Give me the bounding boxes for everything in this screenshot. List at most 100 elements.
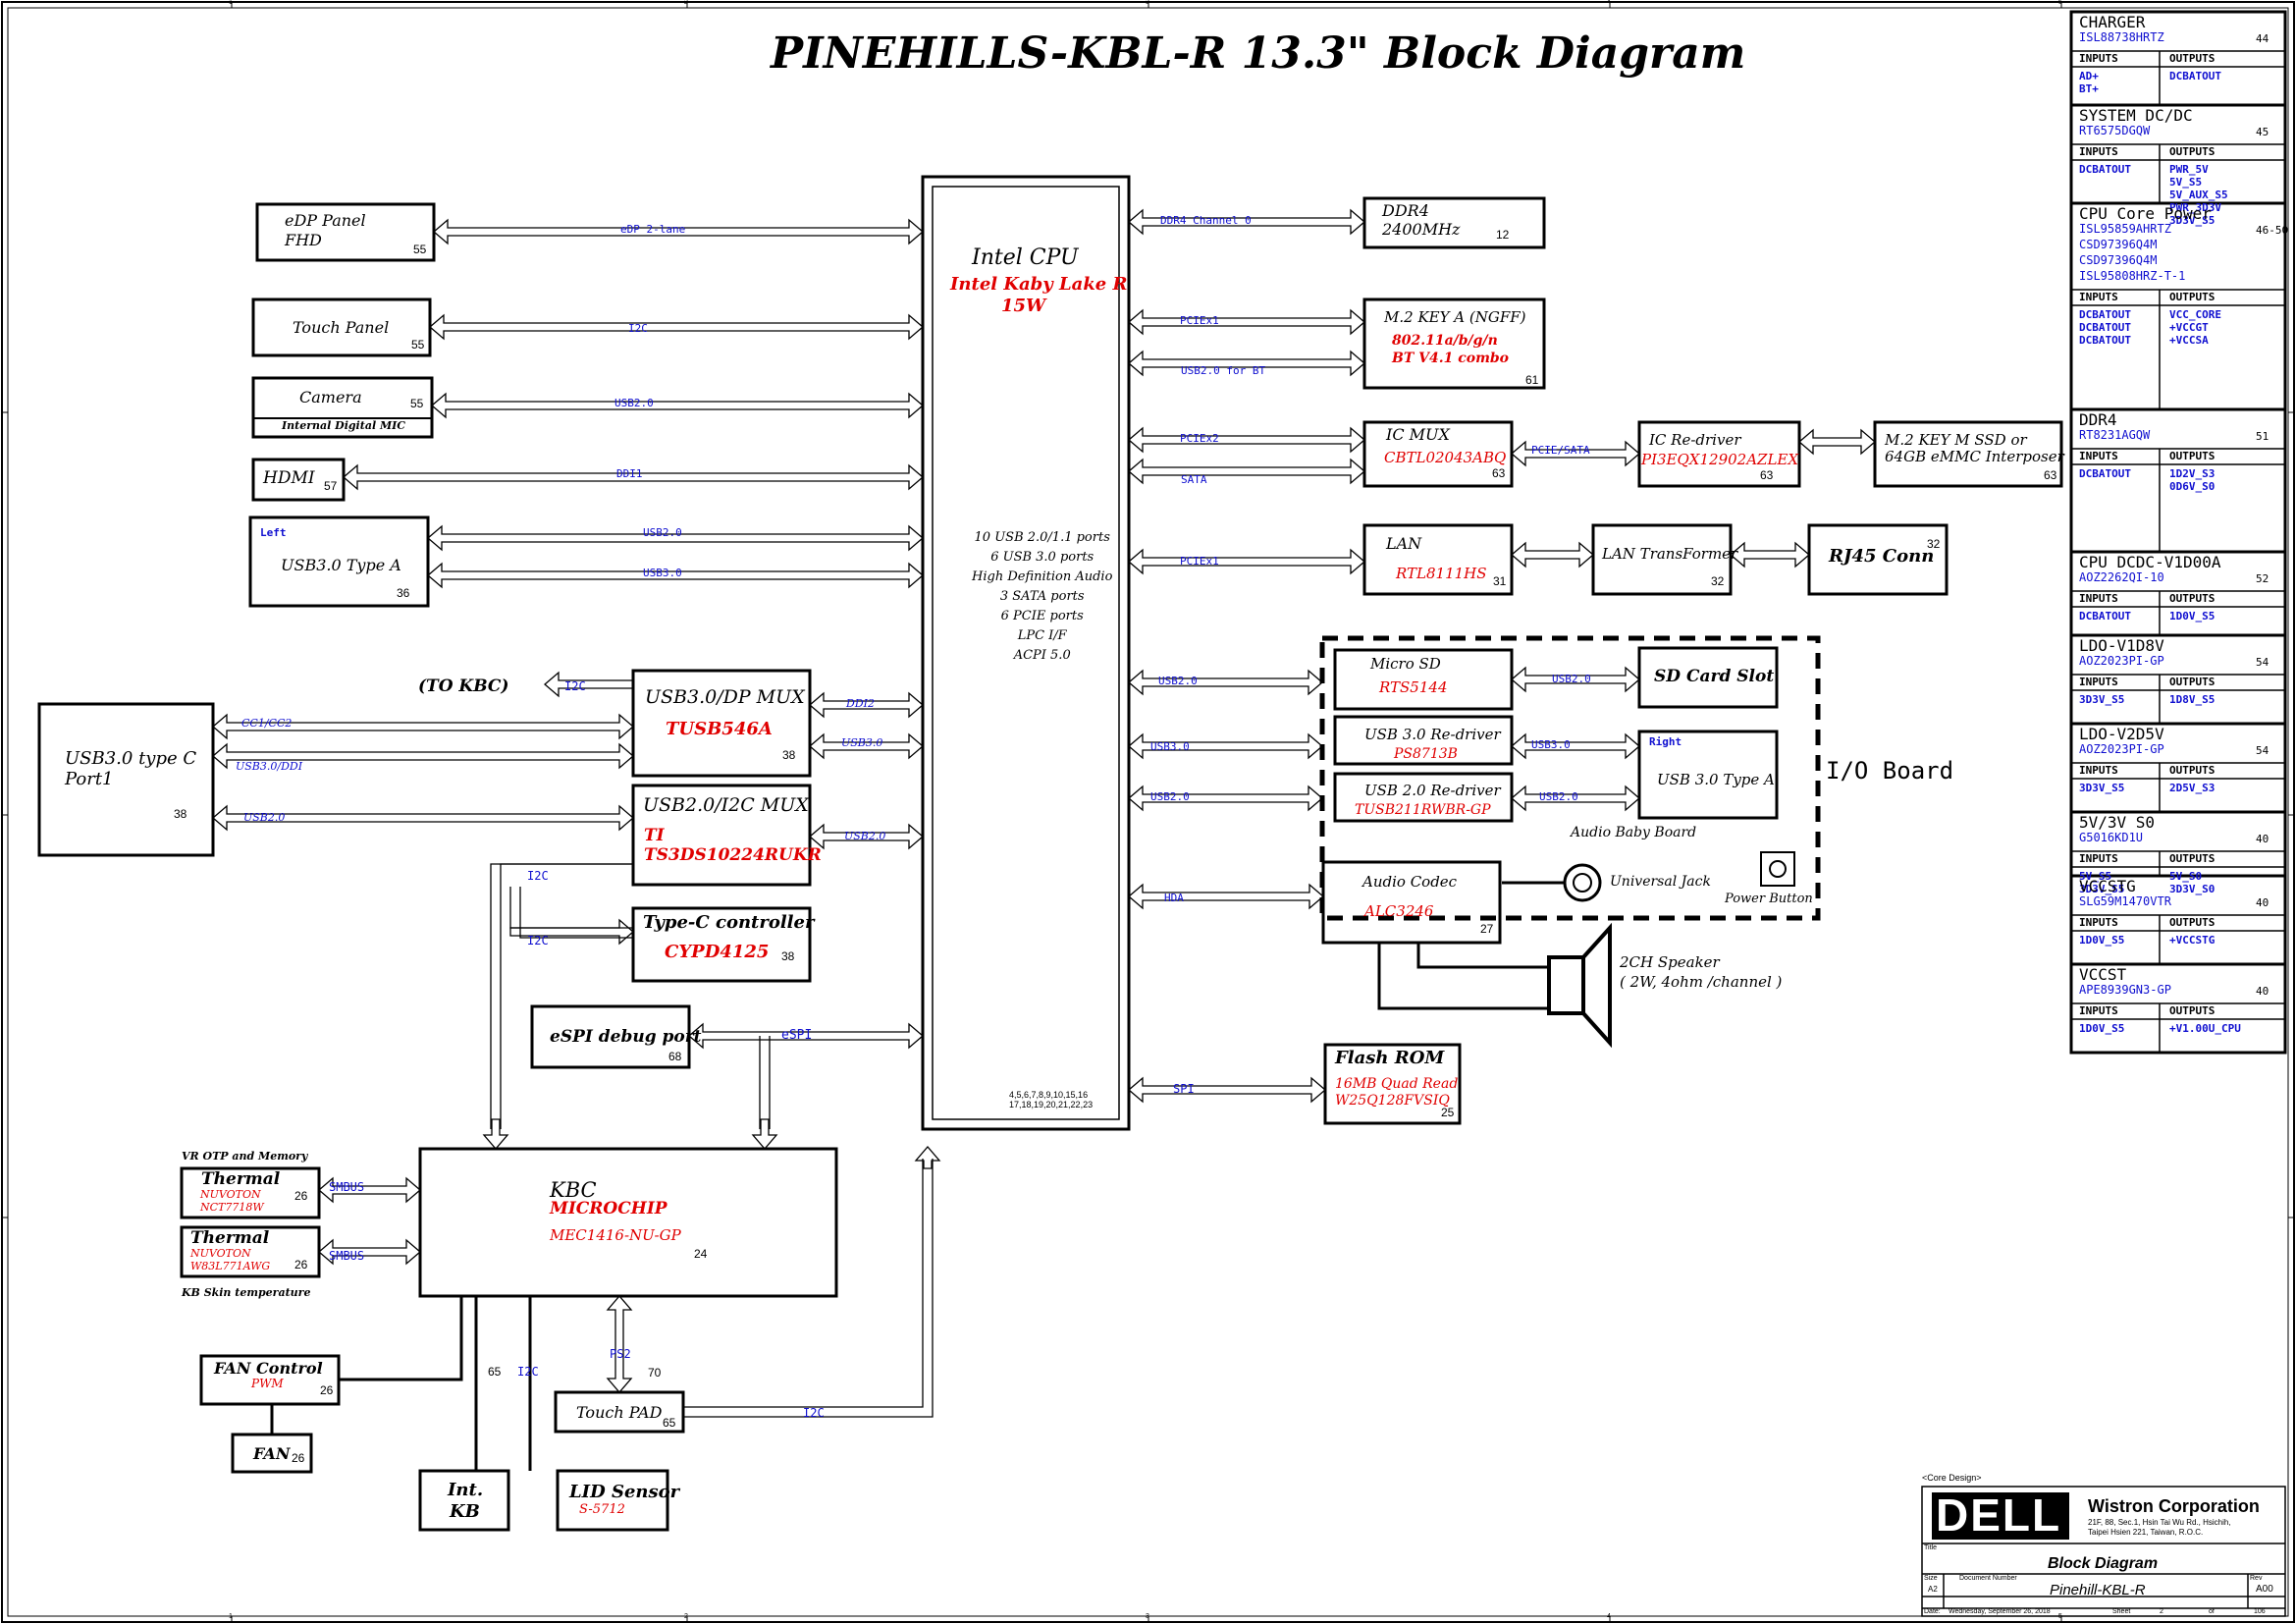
i2c-line-a2 (500, 863, 633, 1129)
docnum-value: Pinehill-KBL-R (2050, 1582, 2146, 1598)
edp-page: 55 (413, 243, 427, 256)
kb-page: 65 (488, 1365, 502, 1379)
audio-baby-label: Audio Baby Board (1571, 825, 1697, 840)
rail-page: 46-50 (2256, 224, 2289, 237)
flash-name: Flash ROM (1335, 1048, 1445, 1068)
i2c-line-b2 (519, 887, 633, 939)
rail-output: 1D0V_S5 (2169, 610, 2216, 623)
edp-name: eDP Panel (285, 211, 366, 230)
lan-part: RTL8111HS (1396, 565, 1487, 582)
bus-usb20c-arrow (212, 804, 634, 832)
bus-i2cmux: USB2.0 (844, 830, 886, 842)
tp-name: Touch PAD (576, 1403, 663, 1422)
rail-page: 40 (2256, 833, 2269, 845)
lan-name: LAN (1386, 534, 1422, 553)
audio-box (1321, 860, 1502, 945)
rail-page: 51 (2256, 430, 2269, 443)
hdmi-page: 57 (324, 479, 338, 493)
zone-number: 4 (1607, 0, 1611, 6)
size-value: A2 (1928, 1585, 1938, 1594)
tp-i2c-line (683, 1159, 924, 1408)
bus-camera-arrow (431, 392, 924, 419)
rail-page: 45 (2256, 126, 2269, 138)
camera-page: 55 (410, 397, 424, 410)
rail-part: RT6575DGQW (2079, 124, 2151, 137)
typec-name: USB3.0 type C (65, 748, 197, 769)
bus-hda: HDA (1164, 892, 1184, 904)
rail-part: ISL88738HRTZ (2079, 30, 2164, 44)
bus-usba1-arrow (427, 524, 924, 552)
flash-box (1323, 1043, 1462, 1125)
usbright-name: USB 3.0 Type A (1657, 771, 1775, 788)
to-kbc: (TO KBC) (418, 677, 509, 696)
rail-part: AOZ2262QI-10 (2079, 570, 2164, 584)
rail-output: 3D3V_S0 (2169, 883, 2216, 895)
bus-spi-arrow (1128, 1076, 1326, 1104)
rail-page: 44 (2256, 32, 2269, 45)
redriver-page: 63 (1760, 468, 1774, 482)
touch-name: Touch Panel (293, 318, 390, 337)
bus-ddr4: DDR4 Channel 0 (1160, 214, 1252, 227)
thermal1-note: VR OTP and Memory (182, 1150, 308, 1163)
bus-io-usb20a (1128, 669, 1323, 696)
re30-box (1333, 715, 1514, 766)
bus-m2a1-arrow (1128, 308, 1365, 336)
zone-number: 1 (229, 1613, 233, 1620)
icmux-part: CBTL02043ABQ (1384, 449, 1507, 466)
bus-cc-arrow (212, 713, 634, 740)
espi-page: 68 (668, 1050, 682, 1063)
rail-output: PWR_5V (2169, 163, 2209, 176)
cpu-pages: 4,5,6,7,8,9,10,15,16 17,18,19,20,21,22,2… (1009, 1090, 1094, 1110)
cpu-tdp: 15W (1001, 296, 1046, 316)
outputs-header: OUTPUTS (2169, 145, 2216, 158)
bus-i2cmux20-arrow (809, 823, 924, 850)
date-label: Date: (1924, 1608, 1941, 1615)
microsd-part: RTS5144 (1379, 678, 1448, 696)
bus-dpmux-i2c: I2C (564, 679, 586, 693)
rail-name: VCCST (2079, 965, 2127, 984)
cpu-name: Intel CPU (972, 245, 1079, 270)
bus-ps2: PS2 (610, 1347, 631, 1361)
rail-output: 1D8V_S5 (2169, 693, 2216, 706)
bus-tp-i2c: I2C (803, 1406, 825, 1420)
rail-input: 1D0V_S5 (2079, 1022, 2125, 1035)
rail-name: LDO-V2D5V (2079, 725, 2164, 743)
bus-smbus1: SMBUS (329, 1180, 365, 1194)
rail-output: 3D3V_S5 (2169, 214, 2216, 227)
bus-sd-arrow (1511, 666, 1640, 693)
rail-name: CPU DCDC-V1D00A (2079, 553, 2221, 571)
m2m-page: 63 (2044, 468, 2057, 482)
cpu-model: Intel Kaby Lake R (950, 274, 1128, 295)
lantf-page: 32 (1711, 574, 1725, 588)
rail-output: 5V_S5 (2169, 176, 2203, 189)
fanctrl-name: FAN Control (214, 1359, 323, 1378)
bus-spi: SPI (1173, 1082, 1195, 1096)
hdmi-box (251, 458, 346, 502)
rail-output: +VCCSTG (2169, 934, 2216, 947)
i2cmux-name: USB2.0/I2C MUX (643, 794, 809, 816)
typec-page: 38 (174, 807, 187, 821)
rail-part: CSD97396Q4M (2079, 253, 2158, 267)
company-addr1: 21F, 88, Sec.1, Hsin Tai Wu Rd., Hsichih… (2088, 1518, 2231, 1527)
power-button-label: Power Button (1725, 892, 1813, 906)
camera-name: Camera (299, 388, 362, 406)
bus-camera: USB2.0 (614, 397, 654, 409)
typec-name2: Port1 (65, 769, 114, 789)
fanctrl-page: 26 (320, 1383, 334, 1397)
bus-tcc-i2c2: I2C (527, 934, 549, 947)
redriver-part: PI3EQX12902AZLEX (1641, 451, 1799, 468)
rail-page: 40 (2256, 985, 2269, 998)
kbc-page: 24 (694, 1247, 708, 1261)
inputs-header: INPUTS (2079, 764, 2118, 777)
kbc-box (418, 1147, 838, 1298)
edp-sub: FHD (285, 231, 322, 249)
outputs-header: OUTPUTS (2169, 52, 2216, 65)
bus-espi: eSPI (781, 1028, 813, 1043)
espi-name: eSPI debug port (550, 1027, 702, 1047)
flash-sub2: W25Q128FVSIQ (1335, 1093, 1450, 1109)
kb-name1: Int. (448, 1480, 484, 1500)
dell-logo-bg (1932, 1492, 2069, 1540)
bus-right-usb20: USB2.0 (1539, 790, 1578, 803)
bus-ddi2: DDI2 (846, 697, 875, 710)
